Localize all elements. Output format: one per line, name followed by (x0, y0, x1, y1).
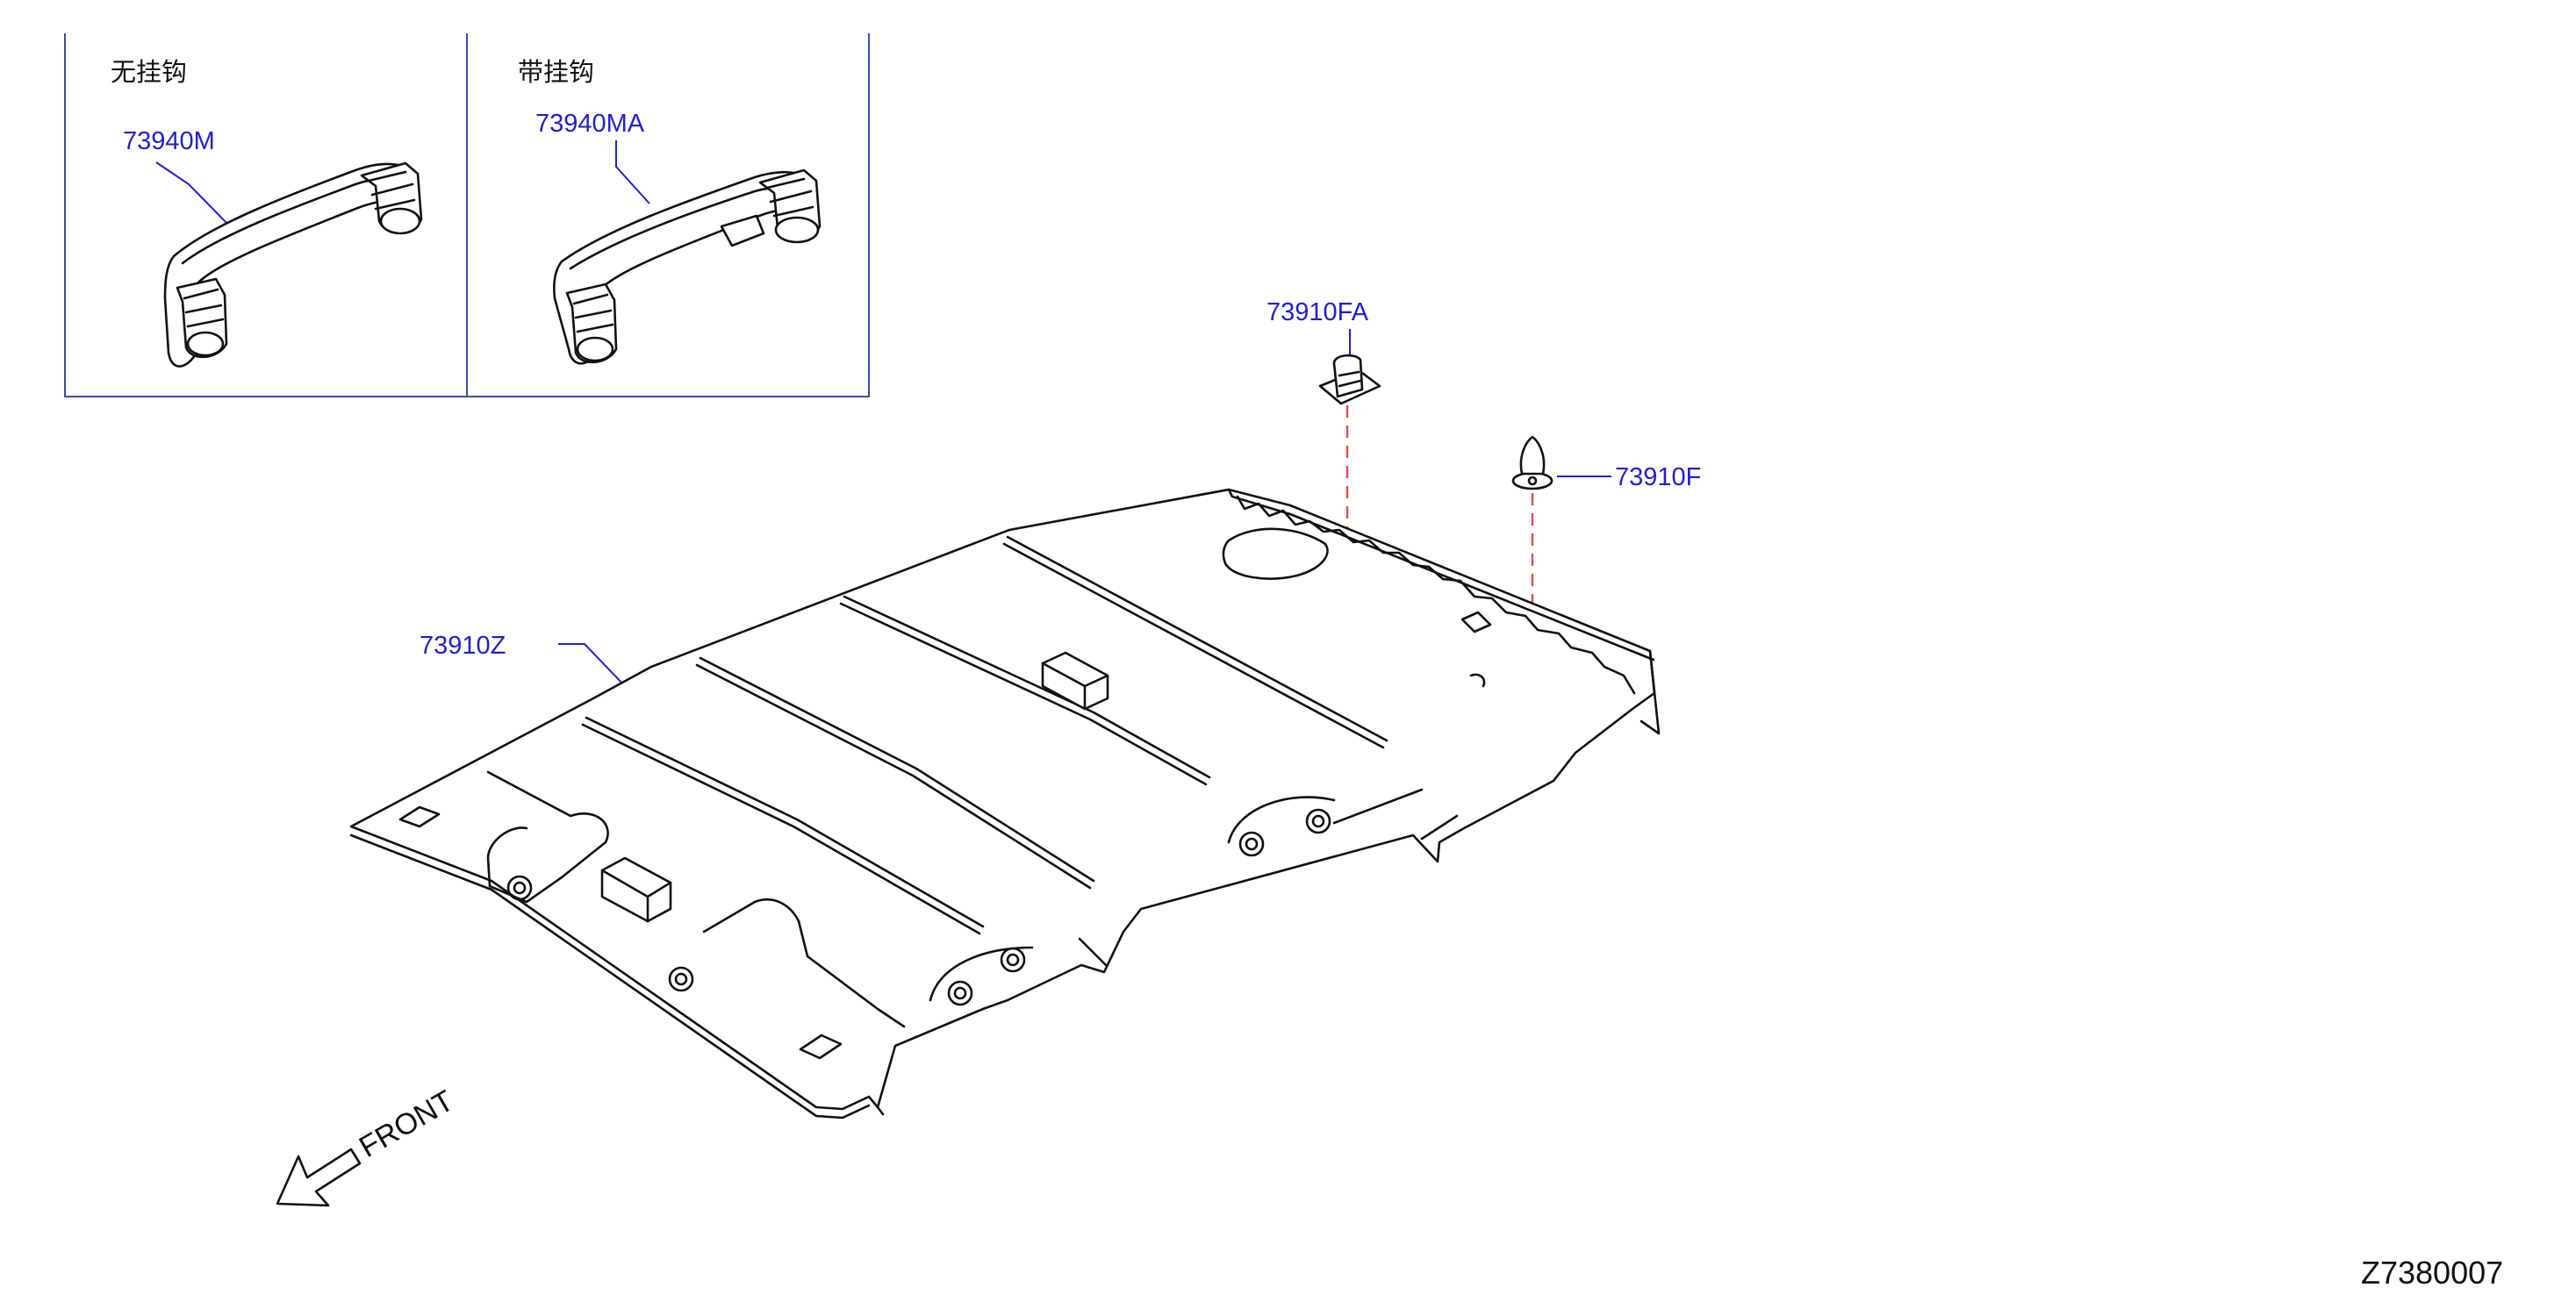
headliner-73910Z: 73910Z (349, 488, 1661, 1120)
inset-with-hook: 带挂钩 73940MA (518, 57, 822, 365)
assist-grip-handle-with-hook (552, 168, 822, 365)
drawing-number: Z7380007 (2361, 1255, 2503, 1291)
clip-73910F: 73910F (1511, 435, 1701, 665)
part-label-73940MA[interactable]: 73940MA (535, 110, 645, 138)
clip-f-head (1519, 435, 1546, 476)
inset-title-no-hook: 无挂钩 (111, 57, 187, 87)
front-direction-indicator: FRONT (276, 1084, 459, 1207)
headliner-outline (349, 488, 1656, 1111)
part-label-73910Z[interactable]: 73910Z (420, 632, 506, 660)
inset-frame (64, 33, 870, 397)
part-label-73940M[interactable]: 73940M (123, 127, 215, 155)
leader-73940MA (615, 140, 650, 204)
front-arrow-icon (276, 1148, 362, 1207)
inset-title-with-hook: 带挂钩 (518, 57, 594, 87)
part-label-73910FA[interactable]: 73910FA (1266, 298, 1369, 326)
part-label-73910F[interactable]: 73910F (1615, 463, 1701, 491)
leader-73940M (155, 161, 231, 227)
front-label: FRONT (354, 1084, 459, 1163)
clip-f-washer (1511, 471, 1553, 490)
assist-grip-handle-no-hook (163, 161, 423, 368)
clip-fa-body (1332, 354, 1364, 398)
inset-without-hook: 无挂钩 73940M (111, 57, 423, 368)
leader-73910Z (558, 643, 626, 687)
